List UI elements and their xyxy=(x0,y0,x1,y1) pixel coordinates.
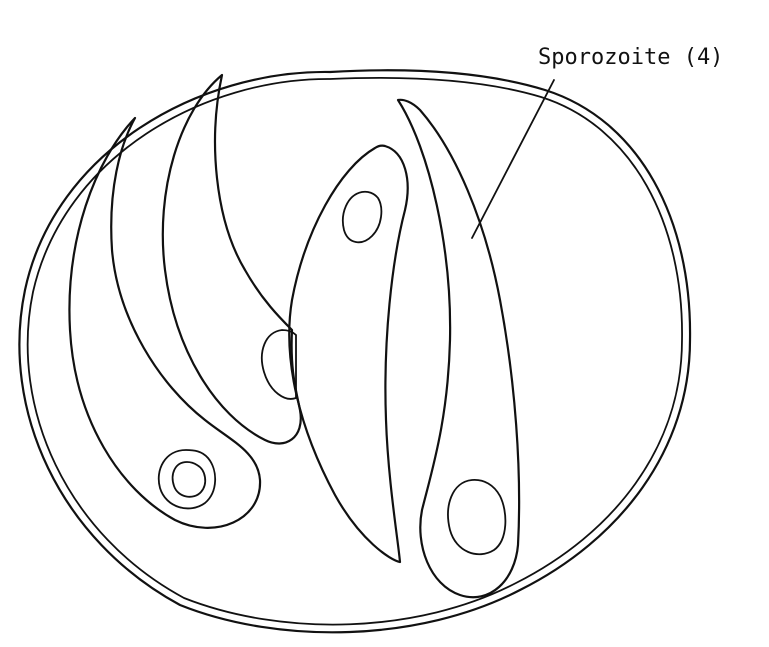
sporozoite-4-body xyxy=(398,100,519,597)
sporozoite-3-nucleus xyxy=(343,192,381,243)
label-leader-line xyxy=(472,80,554,238)
sporozoite-1 xyxy=(69,118,260,528)
sporozoite-1-body xyxy=(69,118,260,528)
sporozoite-label: Sporozoite (4) xyxy=(538,45,723,70)
sporozoite-4 xyxy=(398,100,519,597)
sporozoite-2-body xyxy=(163,75,301,443)
sporozoite-3-body xyxy=(289,146,407,562)
sporozoite-1-nucleus-inner xyxy=(173,462,206,497)
sporozoite-3 xyxy=(289,146,407,562)
sporozoite-4-nucleus xyxy=(448,480,505,554)
sporozoite-2 xyxy=(163,75,301,443)
sporozoite-1-nucleus xyxy=(159,450,215,508)
oocyst-wall-inner xyxy=(28,78,682,625)
